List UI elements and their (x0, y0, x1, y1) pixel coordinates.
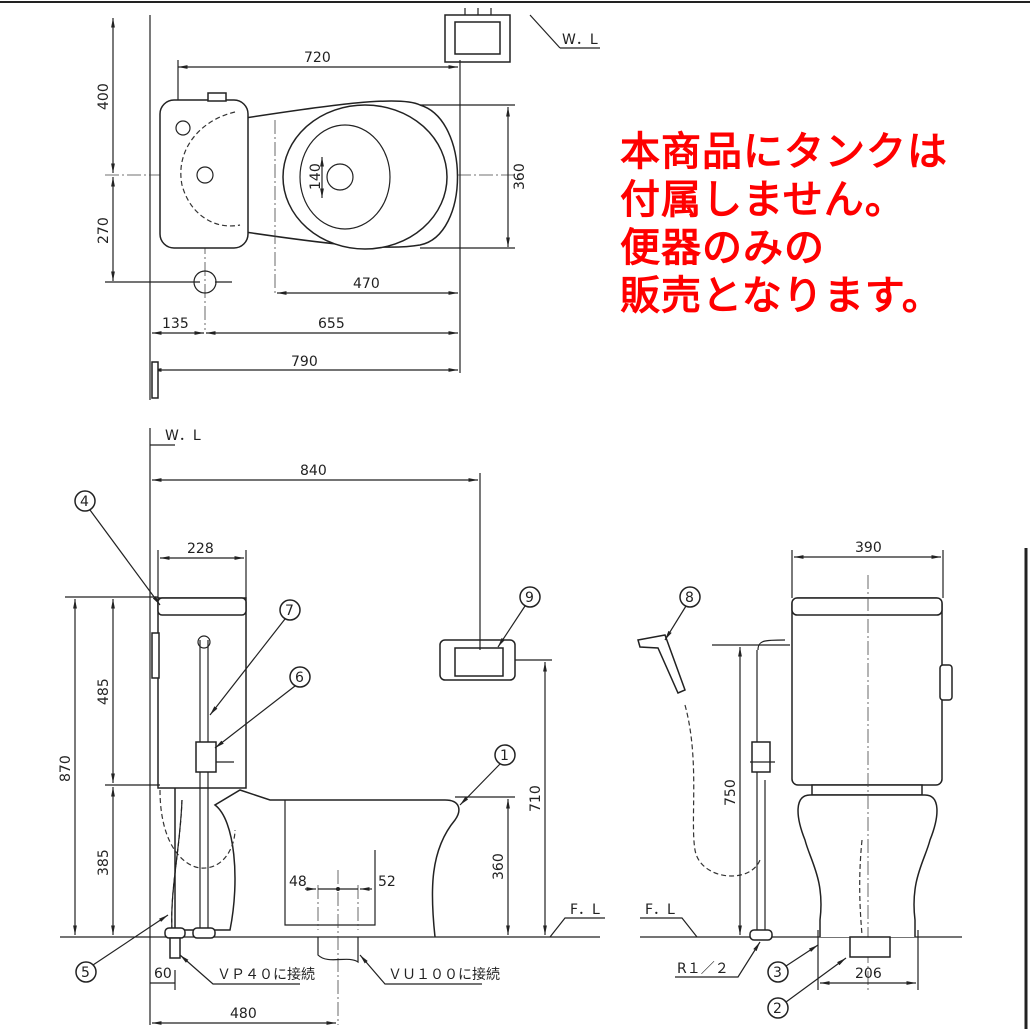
svg-text:485: 485 (96, 678, 112, 705)
side-view: W．L 840 228 870 485 385 710 360 48 52 60 4… (58, 428, 605, 1025)
svg-text:6: 6 (295, 670, 304, 686)
dim-48-52: 48 52 (289, 874, 396, 891)
shower-nozzle (151, 361, 159, 399)
svg-text:48: 48 (289, 874, 307, 890)
svg-text:4: 4 (80, 494, 89, 510)
dim-206: 206 (817, 930, 919, 990)
dim-840: 840 (152, 463, 481, 650)
dim-390: 390 (791, 540, 944, 598)
notice-line: 便器のみの (620, 225, 825, 271)
dim-400: 400 (96, 18, 200, 283)
svg-text:1: 1 (500, 748, 509, 764)
dim-228: 228 (157, 541, 247, 598)
callout-4: 4 (74, 490, 96, 512)
dim-790: 790 (152, 354, 458, 372)
paper-holder-side (439, 639, 516, 681)
wall-label: W．L (562, 32, 598, 48)
svg-text:60: 60 (154, 966, 172, 982)
svg-text:720: 720 (304, 50, 331, 66)
svg-text:5: 5 (81, 965, 90, 981)
svg-text:360: 360 (512, 163, 528, 190)
svg-text:790: 790 (291, 354, 318, 370)
vu100-label: ＶＵ１００に接続 (388, 966, 500, 983)
svg-text:9: 9 (525, 590, 534, 606)
svg-text:140: 140 (308, 163, 324, 190)
dim-360-side: 360 (455, 796, 515, 935)
callout-1: 1 (494, 744, 516, 766)
dim-140: 140 (308, 157, 324, 198)
callout-5: 5 (75, 961, 97, 983)
svg-text:2: 2 (773, 1001, 782, 1017)
dim-480: 480 (152, 1006, 336, 1025)
svg-text:52: 52 (378, 874, 396, 890)
callout-8: 8 (679, 586, 701, 608)
dim-710: 710 (515, 659, 552, 935)
svg-text:360: 360 (491, 853, 507, 880)
svg-text:710: 710 (528, 785, 544, 812)
wall-label-side: W．L (165, 428, 201, 444)
svg-text:8: 8 (685, 590, 694, 606)
svg-text:3: 3 (773, 965, 782, 981)
callout-7: 7 (279, 599, 301, 621)
dim-470: 470 (277, 276, 458, 295)
svg-text:228: 228 (187, 541, 214, 557)
callout-9: 9 (519, 586, 541, 608)
svg-text:655: 655 (318, 316, 345, 332)
svg-text:840: 840 (300, 463, 327, 479)
tank-not-included-notice: 本商品にタンクは 付属しません。 便器のみの 販売となります。 (620, 128, 948, 320)
floor-label: F．L (570, 902, 600, 918)
svg-text:385: 385 (96, 849, 112, 876)
dim-870: 870 (58, 596, 158, 935)
svg-text:480: 480 (230, 1006, 257, 1022)
dim-135-655: 135 655 (152, 316, 458, 335)
svg-text:470: 470 (353, 276, 380, 292)
svg-text:390: 390 (855, 540, 882, 556)
dim-485-385: 485 385 (96, 599, 160, 935)
svg-text:206: 206 (855, 966, 882, 982)
callouts: 1 2 3 4 5 6 7 8 9 (74, 490, 847, 1019)
callout-2: 2 (767, 997, 789, 1019)
dim-270: 270 (96, 177, 115, 281)
r12-label: R１／２ (677, 961, 729, 977)
svg-text:7: 7 (285, 603, 294, 619)
paper-holder (444, 8, 511, 63)
svg-text:135: 135 (162, 316, 189, 332)
notice-line: 販売となります。 (620, 273, 943, 319)
svg-text:870: 870 (58, 755, 74, 782)
dim-360: 360 (420, 104, 528, 249)
front-view: 390 750 206 R１／２ F．L (637, 540, 962, 990)
notice-line: 付属しません。 (620, 177, 906, 223)
notice-line: 本商品にタンクは (620, 129, 948, 175)
svg-text:750: 750 (723, 779, 739, 806)
svg-text:270: 270 (96, 217, 112, 244)
callout-6: 6 (289, 666, 311, 688)
dim-720: 720 (177, 50, 461, 373)
svg-text:400: 400 (96, 83, 112, 110)
callout-3: 3 (767, 961, 789, 983)
vp40-label: ＶＰ４０に接続 (217, 966, 315, 983)
dim-750: 750 (712, 644, 790, 935)
plan-view: W．L 400 270 720 360 140 470 135 655 790 (96, 8, 600, 400)
floor-label-front: F．L (645, 902, 675, 918)
dim-60: 60 (150, 966, 176, 990)
